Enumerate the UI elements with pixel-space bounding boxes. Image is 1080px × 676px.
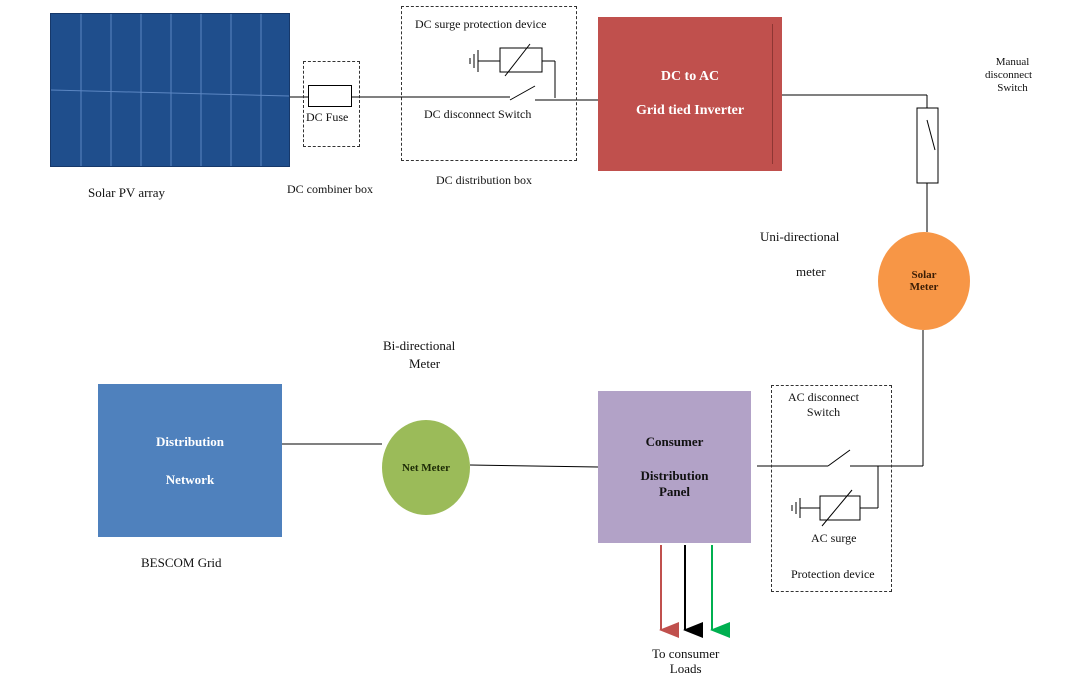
inverter-line1: DC to AC [660, 69, 720, 84]
solar-pv-array [50, 13, 290, 167]
ac-switch-line2: Switch [806, 405, 841, 419]
network-line2: Network [165, 471, 215, 487]
inverter-edge-line [772, 24, 773, 164]
uni-directional-caption: Uni-directional [760, 229, 840, 244]
ac-protection-label: Protection device [791, 567, 875, 581]
uni-meter-caption: meter [796, 264, 826, 279]
ac-surge-label: AC surge [811, 531, 857, 545]
solar-meter-line2: Meter [909, 281, 939, 293]
dc-distribution-caption: DC distribution box [436, 173, 533, 187]
manual-line1: Manual [995, 56, 1030, 68]
manual-line2: disconnect [985, 69, 1033, 81]
dc-fuse-label: DC Fuse [306, 110, 349, 124]
network-line1: Distribution [156, 433, 224, 449]
inverter-box: DC to AC Grid tied Inverter [598, 17, 782, 171]
panel-line3: Panel [658, 484, 691, 499]
bescom-caption: BESCOM Grid [141, 555, 222, 570]
dc-surge-label: DC surge protection device [415, 17, 547, 31]
loads-line1: To consumer [652, 646, 720, 661]
manual-disconnect-label: Manual disconnect Switch [985, 56, 1032, 95]
bi-directional-caption1: Bi-directional [383, 338, 456, 353]
bi-directional-caption2: Meter [409, 356, 441, 371]
panel-line2: Distribution [640, 468, 709, 483]
solar-meter: Solar Meter [878, 232, 970, 330]
ac-disconnect-switch-blade [827, 449, 851, 467]
pv-array-caption: Solar PV array [88, 185, 166, 200]
panel-line1: Consumer [645, 434, 704, 449]
dc-fuse [308, 85, 352, 107]
consumer-distribution-panel: Consumer Distribution Panel [598, 391, 751, 543]
net-meter-label: Net Meter [402, 461, 450, 474]
dc-combiner-box [303, 61, 360, 147]
dc-surge-varistor [499, 47, 543, 73]
ac-switch-line1: AC disconnect [788, 390, 859, 404]
wire-netmeter-panel [469, 464, 599, 468]
manual-disconnect-box [916, 107, 939, 184]
dc-combiner-caption: DC combiner box [287, 182, 373, 196]
solar-meter-line1: Solar [911, 269, 937, 281]
pv-grid-lines [51, 14, 289, 166]
loads-label: To consumer Loads [652, 646, 719, 676]
inverter-line2: Grid tied Inverter [635, 103, 745, 118]
loads-line2: Loads [669, 661, 702, 676]
dc-disconnect-switch-blade [509, 85, 536, 101]
ac-switch-label: AC disconnect Switch [788, 390, 859, 420]
dc-distribution-box [401, 6, 577, 161]
manual-line3: Switch [997, 82, 1028, 94]
dc-switch-label: DC disconnect Switch [424, 107, 532, 121]
ac-protection-box [771, 385, 892, 592]
net-meter: Net Meter [382, 420, 470, 515]
distribution-network-box: Distribution Network [98, 384, 282, 537]
